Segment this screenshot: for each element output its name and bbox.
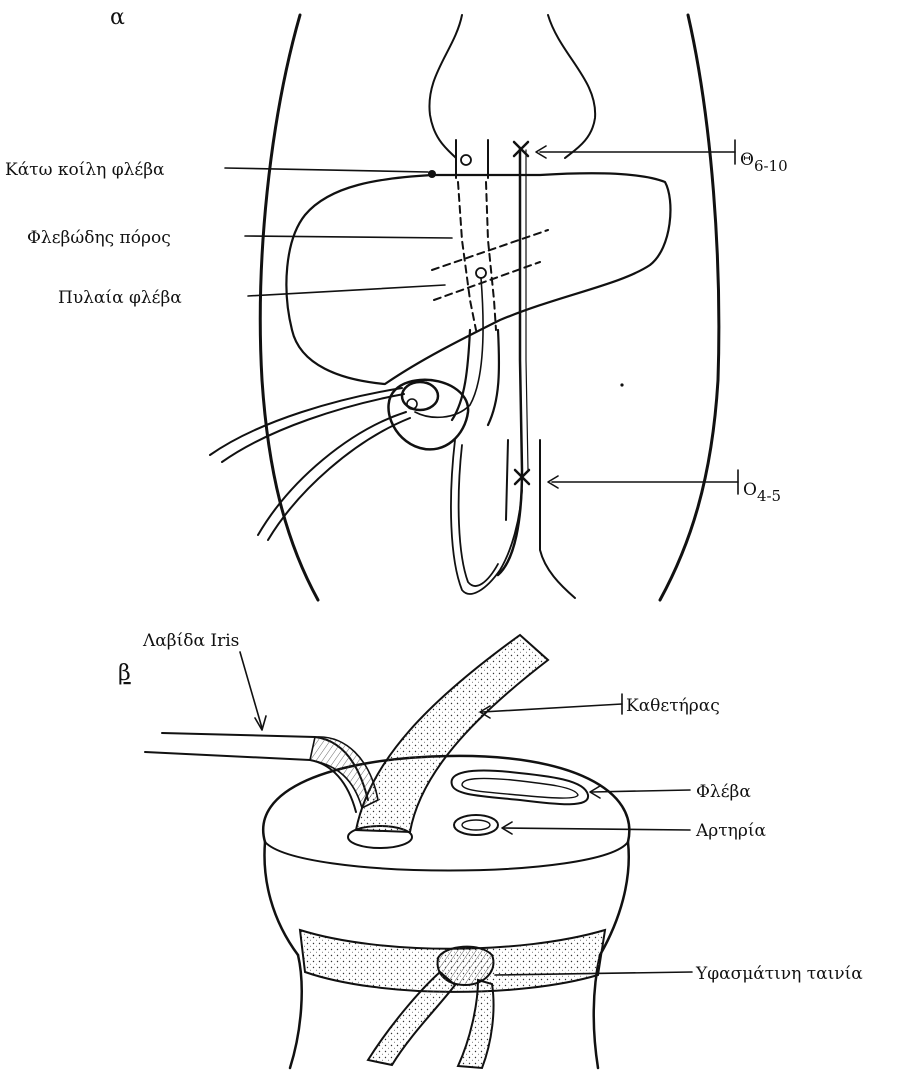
portal-leader-line (248, 285, 445, 296)
iris-leader-line (240, 652, 262, 728)
iris-forceps-label: Λαβίδα Iris (142, 631, 239, 651)
portal-vein-label: Πυλαία φλέβα (58, 288, 182, 308)
umbilical-vein (452, 330, 499, 425)
panel-a: α (5, 5, 788, 600)
artery-label: Αρτηρία (695, 821, 767, 841)
heart-outline (429, 15, 462, 158)
vein-label: Φλέβα (696, 782, 751, 802)
umbilical-vein-catheter (415, 278, 483, 417)
external-catheter-lower-2 (268, 418, 410, 540)
body-outline-right (660, 15, 719, 600)
stump-bottom-rim (265, 842, 628, 871)
ivc-junction-dot (428, 170, 436, 178)
vein-opening (452, 771, 589, 805)
catheter-label: Καθετήρας (626, 696, 720, 716)
stump-lower-left (290, 955, 302, 1068)
stray-mark (620, 383, 623, 386)
panel-b: β Λαβίδα Iris (118, 631, 863, 1068)
portal-catheter-tip (476, 268, 486, 278)
ivc-label: Κάτω κοίλη φλέβα (5, 160, 165, 180)
tape-tail-right (458, 980, 494, 1068)
fabric-tape-label: Υφασμάτινη ταινία (695, 964, 863, 984)
panel-b-letter: β (118, 661, 131, 686)
umbilical-artery-loop-inner (459, 445, 498, 586)
portal-vein-branch (432, 230, 548, 270)
thoracic-level-label: Θ6-10 (740, 150, 788, 175)
ductus-venosus-label: Φλεβώδης πόρος (27, 228, 171, 248)
iliac-artery-right (540, 440, 575, 598)
panel-a-letter: α (110, 5, 125, 30)
catheter-leader-line (482, 704, 622, 712)
lumbar-level-label: Ο4-5 (743, 480, 781, 505)
catheter (356, 635, 548, 832)
ivc-catheter-tip (461, 155, 471, 165)
artery-opening-inner (462, 820, 490, 830)
ductus-venosus-right (486, 182, 496, 330)
external-catheter-upper (210, 388, 402, 455)
artery-leader-line (504, 828, 690, 830)
heart-outline-right (548, 15, 595, 158)
iliac-artery-left (506, 440, 508, 520)
stump-side-left (264, 842, 298, 955)
liver-outline (286, 173, 670, 384)
body-outline-left (260, 15, 318, 600)
ivc-leader-line (225, 168, 428, 172)
external-catheter-upper-2 (222, 394, 404, 462)
aorta-catheter (498, 148, 522, 575)
portal-vein-branch-2 (434, 262, 540, 300)
artery-opening (454, 815, 498, 835)
iris-forceps-blade (310, 737, 378, 808)
ductus-leader-line (245, 236, 452, 238)
umbilical-artery-loop (451, 440, 522, 594)
